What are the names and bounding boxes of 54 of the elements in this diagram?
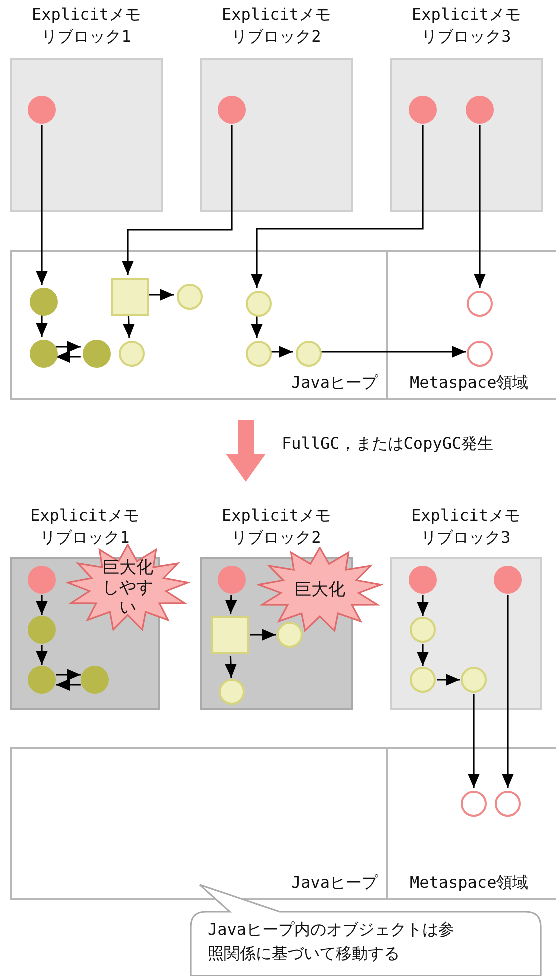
area-label: Javaヒープ	[291, 373, 378, 394]
block-heading: Explicitメモリブロック3	[410, 4, 522, 48]
area-label: Metaspace領域	[410, 373, 529, 394]
starburst-callout: 巨大化	[257, 547, 383, 633]
object-circle	[467, 341, 493, 367]
arrow	[36, 645, 48, 665]
object-circle	[83, 340, 111, 368]
arrow	[271, 346, 293, 358]
object-circle	[246, 341, 272, 367]
metaspace-area	[388, 250, 556, 400]
object-square	[111, 278, 149, 316]
arrow	[417, 644, 429, 666]
arrow	[321, 346, 466, 358]
arrow	[36, 315, 48, 337]
arrow	[122, 125, 233, 275]
metaspace-area	[388, 747, 556, 900]
object-circle	[296, 341, 322, 367]
arrow	[474, 125, 486, 288]
area-label: Javaヒープ	[291, 873, 378, 894]
arrow	[225, 656, 237, 678]
arrow	[123, 316, 135, 338]
arrow	[225, 594, 238, 614]
object-circle	[30, 340, 58, 368]
block-heading: Explicitメモリブロック2	[220, 505, 332, 549]
area-label: Metaspace領域	[410, 873, 529, 894]
arrow	[148, 289, 174, 301]
block-heading: Explicitメモリブロック3	[410, 505, 522, 549]
arrow	[437, 674, 460, 686]
object-circle	[119, 341, 145, 367]
arrow	[502, 595, 514, 788]
arrow	[36, 595, 48, 615]
arrow	[36, 125, 48, 285]
object-circle	[461, 791, 487, 817]
arrow	[468, 694, 480, 788]
block-heading: Explicitメモリブロック2	[220, 4, 332, 48]
arrow	[56, 679, 81, 691]
arrow	[250, 629, 276, 641]
step-label: FullGC，またはCopyGC発生	[282, 434, 494, 455]
object-circle	[30, 288, 58, 316]
object-square	[211, 616, 249, 654]
object-circle	[467, 291, 493, 317]
arrow	[56, 669, 81, 681]
starburst-callout: 巨大化しやすい	[66, 544, 190, 632]
object-circle	[246, 291, 272, 317]
object-circle	[177, 284, 203, 310]
arrow	[56, 341, 81, 353]
heap-area	[10, 250, 388, 400]
block-heading: Explicitメモリブロック1	[30, 4, 142, 48]
heap-area	[10, 747, 388, 900]
object-circle	[495, 791, 521, 817]
arrow	[417, 595, 429, 616]
arrow	[56, 351, 81, 363]
arrow	[251, 125, 424, 288]
arrow	[251, 316, 263, 338]
